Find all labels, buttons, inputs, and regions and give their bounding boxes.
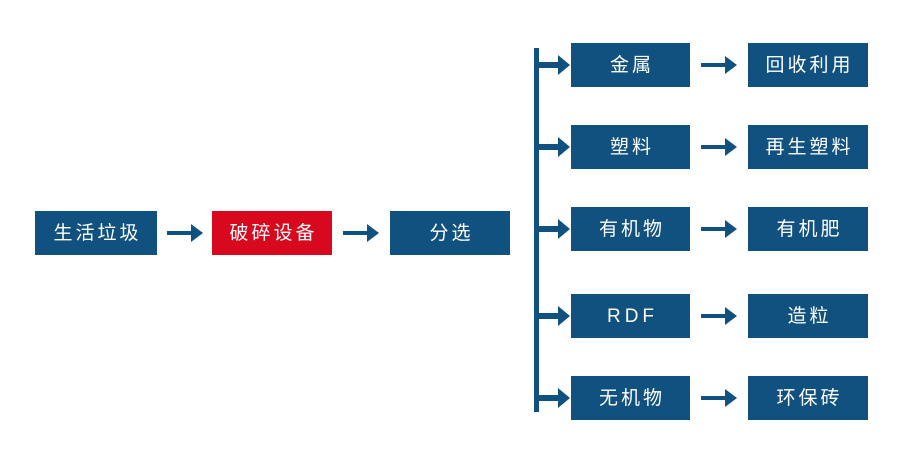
node-product-metal[interactable]: 回收利用 (748, 43, 868, 87)
node-sorting[interactable]: 分选 (390, 211, 510, 255)
node-material-inorganic-label: 无机物 (598, 387, 665, 409)
arrow-organic-to-product (696, 214, 741, 244)
arrow-crusher-to-sorting (338, 218, 383, 248)
node-product-rdf-label: 造粒 (787, 305, 832, 327)
node-sorting-label: 分选 (429, 222, 474, 244)
node-product-rdf[interactable]: 造粒 (748, 294, 868, 338)
arrow-inorganic-to-product (696, 383, 741, 413)
node-material-metal-label: 金属 (609, 54, 654, 76)
arrow-input-to-crusher (162, 218, 207, 248)
arrow-rdf-to-product (696, 301, 741, 331)
node-material-organic[interactable]: 有机物 (571, 207, 690, 251)
node-material-organic-label: 有机物 (598, 218, 665, 240)
node-material-plastic-label: 塑料 (609, 136, 654, 158)
branch-arrow-metal (534, 51, 572, 81)
node-crusher[interactable]: 破碎设备 (212, 211, 332, 255)
node-product-organic[interactable]: 有机肥 (748, 207, 868, 251)
branch-arrow-rdf (534, 302, 572, 332)
node-product-inorganic[interactable]: 环保砖 (748, 376, 868, 420)
branch-arrow-organic (534, 215, 572, 245)
node-material-inorganic[interactable]: 无机物 (571, 376, 690, 420)
node-material-rdf-label: RDF (606, 305, 659, 327)
node-product-inorganic-label: 环保砖 (776, 387, 843, 409)
node-product-plastic-label: 再生塑料 (765, 136, 854, 158)
branch-arrow-plastic (534, 133, 572, 163)
node-material-plastic[interactable]: 塑料 (571, 125, 690, 169)
node-input-label: 生活垃圾 (53, 222, 142, 244)
arrow-metal-to-product (696, 50, 741, 80)
node-crusher-label: 破碎设备 (229, 222, 318, 244)
node-input[interactable]: 生活垃圾 (35, 211, 157, 255)
node-material-rdf[interactable]: RDF (571, 294, 690, 338)
node-product-plastic[interactable]: 再生塑料 (748, 125, 868, 169)
node-product-organic-label: 有机肥 (776, 218, 843, 240)
branch-arrow-inorganic (534, 384, 572, 414)
node-product-metal-label: 回收利用 (765, 54, 854, 76)
node-material-metal[interactable]: 金属 (571, 43, 690, 87)
arrow-plastic-to-product (696, 132, 741, 162)
